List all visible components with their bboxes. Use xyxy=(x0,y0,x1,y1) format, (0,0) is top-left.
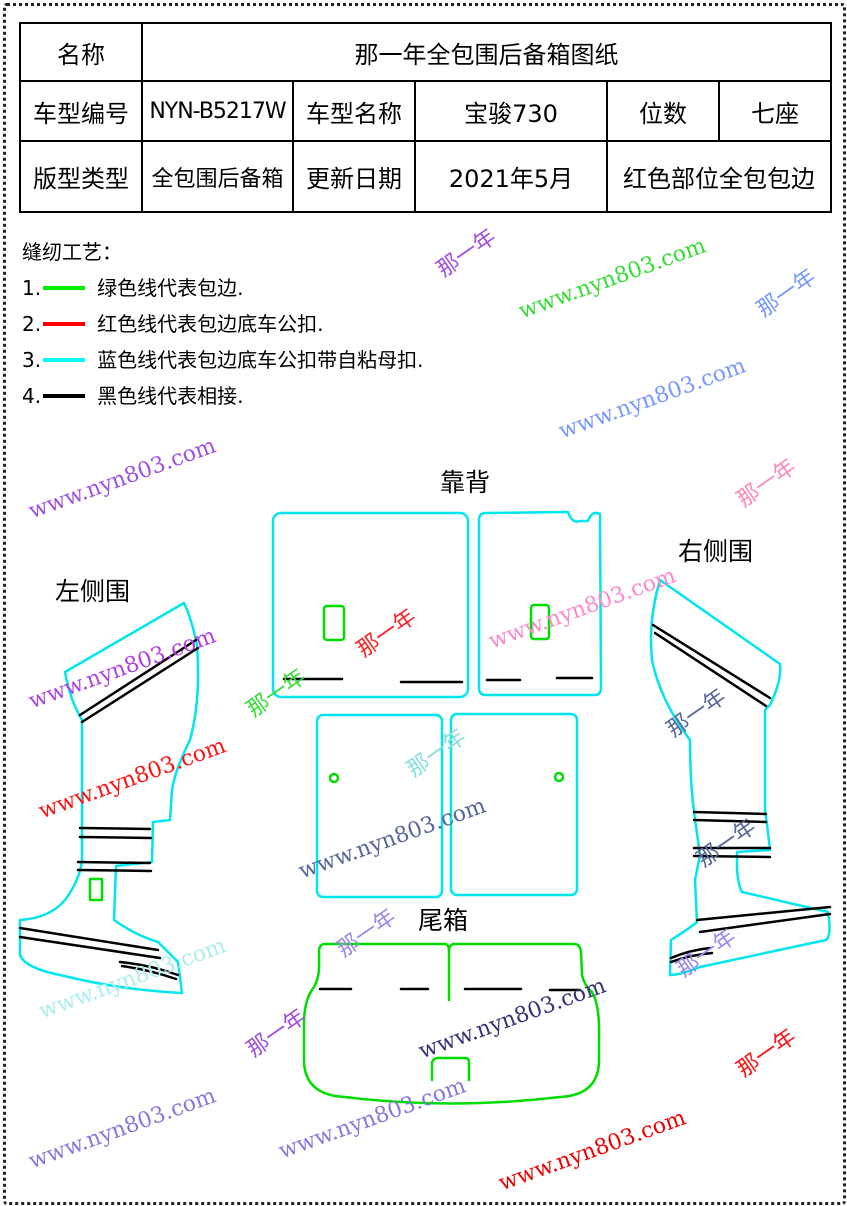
type-label: 版型类型 xyxy=(19,140,143,213)
legend-num: 1. xyxy=(22,276,42,300)
model-code-label: 车型编号 xyxy=(19,80,143,142)
legend-text: 红色线代表包边底车公扣. xyxy=(97,312,324,336)
backrest-left-panel xyxy=(271,511,470,699)
legend-text: 绿色线代表包边. xyxy=(97,276,244,300)
trunk-label: 尾箱 xyxy=(418,906,469,935)
legend-title: 缝纫工艺： xyxy=(22,240,122,264)
backrest-panels xyxy=(271,510,603,899)
backrest-label: 靠背 xyxy=(440,468,491,497)
model-name-label: 车型名称 xyxy=(292,80,416,142)
legend-num: 3. xyxy=(22,348,42,372)
legend-num: 2. xyxy=(22,312,42,336)
mid-right-panel xyxy=(449,712,579,897)
legend-item: 1. 绿色线代表包边. xyxy=(22,270,423,306)
left-side-panel xyxy=(18,601,200,995)
velcro-slot xyxy=(322,604,346,642)
seats-label: 位数 xyxy=(606,80,720,142)
legend-item: 2. 红色线代表包边底车公扣. xyxy=(22,306,423,342)
type-value: 全包围后备箱 xyxy=(141,140,294,213)
button-hole xyxy=(328,772,340,784)
note: 红色部位全包包边 xyxy=(605,140,833,213)
legend-item: 3. 蓝色线代表包边底车公扣带自粘母扣. xyxy=(22,342,423,378)
update-date: 2021年5月 xyxy=(414,140,608,213)
right-side-panel xyxy=(649,578,832,977)
button-hole xyxy=(553,771,565,783)
page-border xyxy=(3,3,846,1205)
velcro-slot xyxy=(529,603,551,641)
red-line-swatch xyxy=(43,322,86,326)
update-label: 更新日期 xyxy=(292,140,416,213)
right-side-label: 右侧围 xyxy=(678,537,754,566)
legend-num: 4. xyxy=(22,384,42,408)
legend-item: 4. 黑色线代表相接. xyxy=(22,378,423,414)
mid-left-panel xyxy=(315,713,444,899)
sewing-legend: 缝纫工艺： 1. 绿色线代表包边. 2. 红色线代表包边底车公扣. 3. 蓝色线代表包… xyxy=(22,234,423,414)
legend-text: 黑色线代表相接. xyxy=(97,384,244,408)
legend-text: 蓝色线代表包边底车公扣带自粘母扣. xyxy=(97,348,424,372)
model-code: NYN-B5217W xyxy=(141,80,294,142)
seats-value: 七座 xyxy=(717,80,833,142)
name-label: 名称 xyxy=(19,22,143,82)
model-name: 宝骏730 xyxy=(414,80,608,142)
trunk-panel xyxy=(302,942,601,1105)
green-line-swatch xyxy=(43,286,86,290)
cyan-line-swatch xyxy=(43,358,86,362)
velcro-slot xyxy=(88,877,104,902)
left-side-label: 左侧围 xyxy=(55,577,131,606)
drawing-title: 那一年全包围后备箱图纸 xyxy=(140,22,833,82)
black-line-swatch xyxy=(43,394,86,398)
trunk-notch xyxy=(430,1056,471,1082)
backrest-right-panel xyxy=(477,510,603,697)
spec-table: 名称 那一年全包围后备箱图纸 车型编号 NYN-B5217W 车型名称 宝骏73… xyxy=(19,22,833,213)
